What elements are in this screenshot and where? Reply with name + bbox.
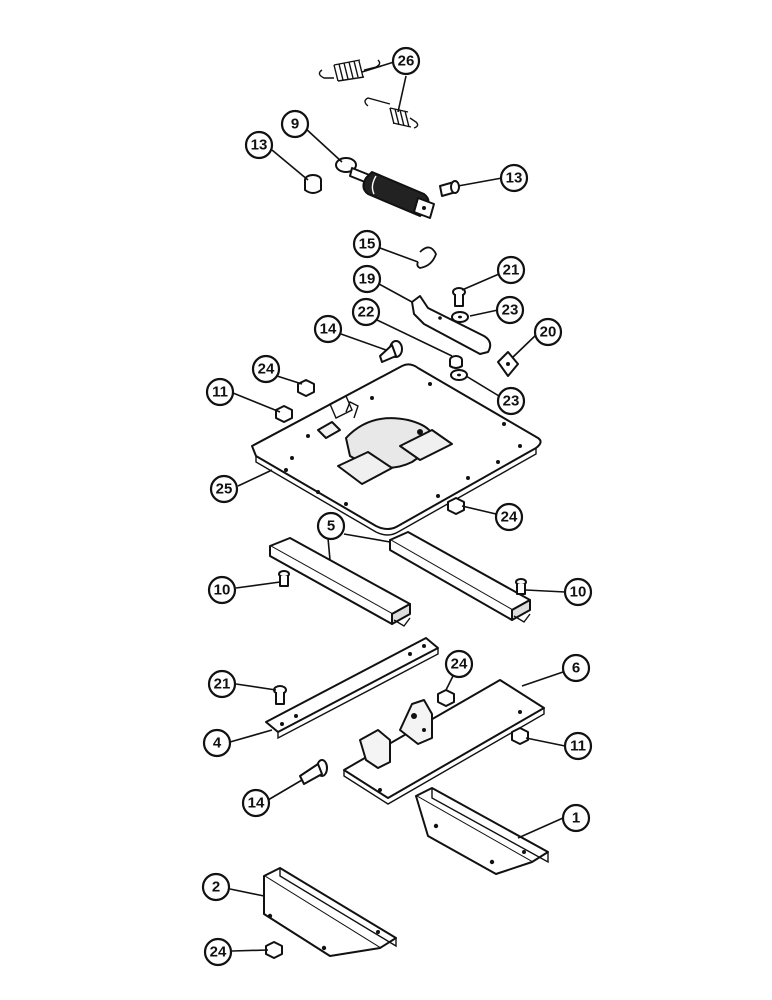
callout-24: 24 [203,937,233,967]
flat-bar [265,637,439,740]
clevis-pin-left [304,174,322,194]
callout-23: 23 [495,295,525,325]
svg-text:23: 23 [502,302,519,319]
svg-text:21: 21 [503,262,520,279]
svg-text:24: 24 [501,509,518,526]
callout-22: 22 [351,297,381,327]
svg-text:19: 19 [359,271,376,288]
callout-24: 24 [444,649,474,679]
svg-text:15: 15 [359,236,376,253]
svg-text:6: 6 [572,660,580,677]
bolt-rail-left [278,570,290,587]
callout-4: 4 [202,728,232,758]
callout-19: 19 [352,264,382,294]
slide-rail-left [269,537,411,627]
slide-rail-right [389,531,531,623]
callout-11: 11 [563,731,593,761]
bolt-flat-bar [273,685,287,705]
svg-text:21: 21 [214,676,231,693]
svg-text:10: 10 [214,582,231,599]
nut-mid [437,689,455,707]
nut-below-plate [447,497,465,515]
svg-text:10: 10 [570,584,587,601]
svg-text:24: 24 [210,944,227,961]
spring-lower [364,97,419,129]
svg-text:4: 4 [213,735,222,752]
callout-26: 26 [391,46,421,76]
bolt-upper [452,287,466,307]
callout-14: 14 [313,314,343,344]
svg-text:9: 9 [291,116,299,133]
callout-21: 21 [207,669,237,699]
svg-text:13: 13 [251,137,268,154]
callout-6: 6 [561,653,591,683]
pivot-pin-upper [379,340,403,363]
pivot-pin-lower [299,759,328,785]
callout-23: 23 [496,386,526,416]
svg-text:5: 5 [327,518,335,535]
svg-text:1: 1 [572,810,580,827]
leader-lines [229,61,566,952]
svg-text:23: 23 [503,393,520,410]
callout-24: 24 [251,354,281,384]
callout-2: 2 [201,872,231,902]
angle-bracket-right [415,787,549,875]
callout-25: 25 [209,474,239,504]
callout-1: 1 [561,803,591,833]
callout-13: 13 [244,130,274,160]
washer-upper [451,311,469,323]
svg-text:26: 26 [398,53,415,70]
latch-lever [411,295,492,355]
nut-upper [297,379,315,397]
svg-text:14: 14 [320,321,337,338]
callout-15: 15 [352,229,382,259]
callout-10: 10 [563,577,593,607]
callout-20: 20 [533,317,563,347]
svg-text:25: 25 [216,481,233,498]
clevis-pin-right [439,180,460,197]
svg-text:2: 2 [212,879,220,896]
callout-9: 9 [280,109,310,139]
nut-right [511,727,529,745]
gas-strut [335,157,435,219]
svg-text:24: 24 [258,361,275,378]
bracket-plate [343,679,545,805]
washer-lower [450,369,468,381]
nut-left [275,405,293,423]
svg-text:11: 11 [570,738,586,755]
angle-bracket-left [263,867,397,957]
callout-14: 14 [241,788,271,818]
nut-bottom [265,941,283,959]
callout-21: 21 [496,255,526,285]
svg-text:13: 13 [506,170,523,187]
svg-text:11: 11 [212,384,228,401]
callout-11: 11 [205,377,235,407]
svg-text:14: 14 [248,795,265,812]
retaining-clip [416,246,437,269]
base-plate [251,363,542,536]
callout-24: 24 [494,502,524,532]
spacer-nut [449,355,463,369]
bolt-rail-right [515,578,527,595]
callout-5: 5 [316,511,346,541]
svg-text:22: 22 [358,304,375,321]
spring-upper [318,59,381,82]
callout-10: 10 [207,575,237,605]
callout-13: 13 [499,163,529,193]
svg-text:24: 24 [451,656,468,673]
svg-text:20: 20 [540,324,557,341]
